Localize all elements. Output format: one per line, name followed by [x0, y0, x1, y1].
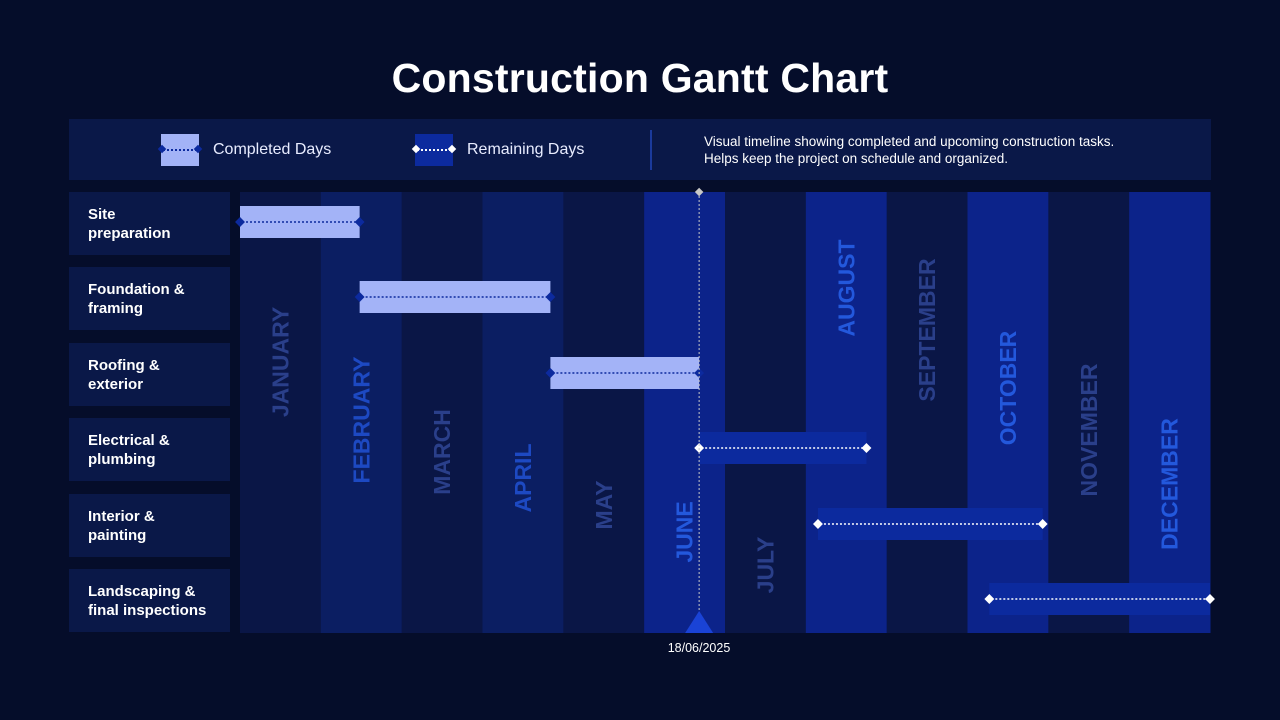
month-label: MARCH — [429, 409, 455, 495]
month-column — [1048, 192, 1130, 633]
task-label-text: Foundation & framing — [88, 280, 185, 317]
task-end-diamond-icon — [354, 217, 365, 227]
task-end-diamond-icon — [861, 443, 872, 453]
legend-remaining: Remaining Days — [411, 119, 585, 180]
month-label: FEBRUARY — [348, 357, 374, 484]
month-label: NOVEMBER — [1076, 363, 1102, 496]
task-end-diamond-icon — [813, 519, 823, 529]
month-column — [644, 192, 726, 633]
month-label: JUNE — [672, 501, 698, 562]
month-label: OCTOBER — [995, 330, 1021, 445]
month-column — [1129, 192, 1211, 633]
legend-completed: Completed Days — [157, 119, 332, 180]
task-label: Landscaping & final inspections — [69, 569, 230, 632]
legend-panel: Completed Days Remaining Days Visual tim… — [69, 119, 1211, 180]
month-label: JULY — [752, 537, 778, 594]
today-date-label: 18/06/2025 — [667, 641, 731, 655]
task-label: Foundation & framing — [69, 267, 230, 330]
remaining-swatch-icon — [411, 133, 457, 166]
chart-title: Construction Gantt Chart — [391, 55, 889, 101]
month-label: AUGUST — [833, 239, 859, 336]
month-column — [886, 192, 968, 633]
month-column — [563, 192, 645, 633]
month-label: DECEMBER — [1157, 418, 1183, 550]
task-end-diamond-icon — [1037, 519, 1048, 529]
task-label-text: Site preparation — [88, 205, 171, 242]
task-label-text: Electrical & plumbing — [88, 431, 170, 468]
task-label: Roofing & exterior — [69, 343, 230, 406]
legend-divider — [650, 130, 652, 170]
task-end-diamond-icon — [235, 217, 245, 227]
task-label: Site preparation — [69, 192, 230, 255]
month-column — [320, 192, 403, 633]
legend-description: Visual timeline showing completed and up… — [704, 134, 1115, 166]
month-column — [240, 192, 322, 633]
task-label-text: Roofing & exterior — [88, 356, 160, 393]
month-column — [482, 192, 564, 633]
task-label-text: Interior & painting — [88, 507, 155, 544]
task-label: Interior & painting — [69, 494, 230, 557]
month-label: MAY — [591, 481, 617, 530]
legend-completed-label: Completed Days — [213, 140, 332, 158]
task-label: Electrical & plumbing — [69, 418, 230, 481]
month-column — [967, 192, 1049, 633]
task-end-diamond-icon — [545, 368, 556, 378]
month-column — [805, 192, 888, 633]
task-end-diamond-icon — [984, 594, 995, 604]
task-end-diamond-icon — [354, 292, 365, 302]
task-end-diamond-icon — [1205, 594, 1215, 604]
completed-swatch-icon — [157, 133, 203, 166]
month-column — [401, 192, 483, 633]
month-column — [725, 192, 807, 633]
today-marker-triangle-icon — [685, 611, 714, 633]
legend-remaining-label: Remaining Days — [467, 140, 585, 158]
task-label-text: Landscaping & final inspections — [88, 582, 207, 619]
month-label: APRIL — [510, 444, 536, 513]
task-end-diamond-icon — [545, 292, 556, 302]
month-label: JANUARY — [267, 307, 293, 417]
month-label: SEPTEMBER — [914, 258, 940, 402]
